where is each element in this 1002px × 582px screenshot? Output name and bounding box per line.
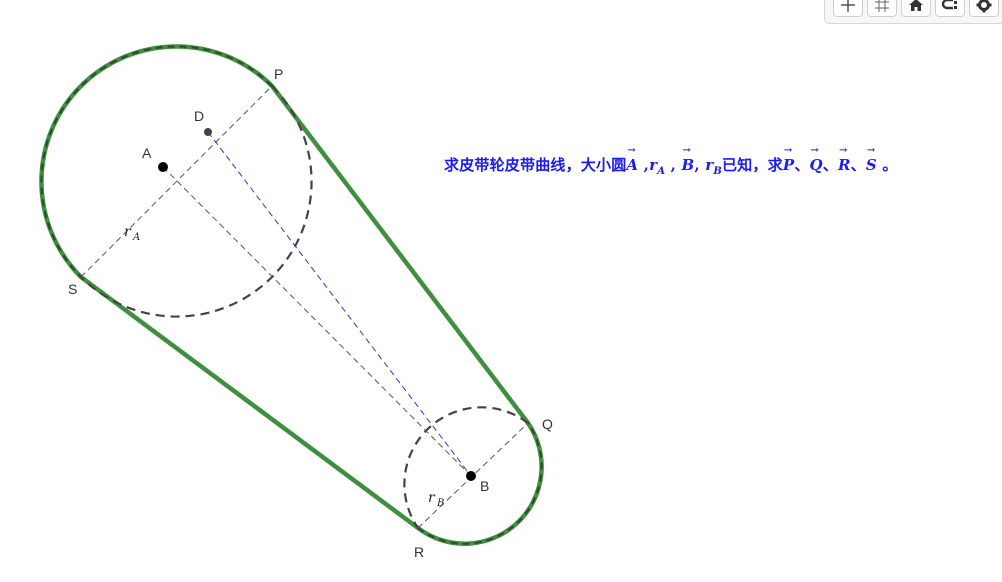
point-a[interactable] <box>158 162 168 172</box>
svg-text:B: B <box>436 498 444 509</box>
svg-text:A: A <box>132 232 140 243</box>
belt-arc-small-dash <box>417 422 543 545</box>
label-q: Q <box>542 416 553 432</box>
label-p: P <box>274 66 283 82</box>
label-ra: r A <box>124 224 140 243</box>
toggle-grid-button[interactable] <box>867 0 897 17</box>
problem-statement: 求皮带轮皮带曲线，大小圆A ,rA , B, rB已知，求P、Q、R、S 。 <box>444 145 898 177</box>
radius-line-a-p <box>80 85 273 278</box>
line-d-b <box>207 131 472 477</box>
svg-text:r: r <box>124 224 132 240</box>
svg-text:r: r <box>428 490 436 506</box>
undo-redo-icon <box>941 0 957 10</box>
label-a: A <box>142 145 152 161</box>
label-r: R <box>414 544 424 560</box>
toggle-axes-button[interactable] <box>833 0 863 17</box>
axes-icon <box>841 0 855 12</box>
grid-icon <box>875 0 889 12</box>
point-d[interactable] <box>204 128 212 136</box>
home-view-button[interactable] <box>901 0 931 17</box>
undo-redo-button[interactable] <box>935 0 965 17</box>
belt-curve[interactable] <box>39 44 544 546</box>
label-s: S <box>68 281 77 297</box>
graphics-toolbar <box>824 0 1002 24</box>
home-icon <box>909 0 923 11</box>
label-b: B <box>480 478 489 494</box>
center-line-a-b <box>162 166 472 477</box>
label-d: D <box>194 108 204 124</box>
point-b[interactable] <box>466 471 476 481</box>
settings-button[interactable] <box>969 0 999 17</box>
belt-arc-large-dash <box>40 45 273 278</box>
gear-icon <box>976 0 992 13</box>
circle-b-inner-arc <box>403 406 529 529</box>
label-rb: r B <box>428 490 444 509</box>
radius-line-b-q-r <box>417 422 529 529</box>
